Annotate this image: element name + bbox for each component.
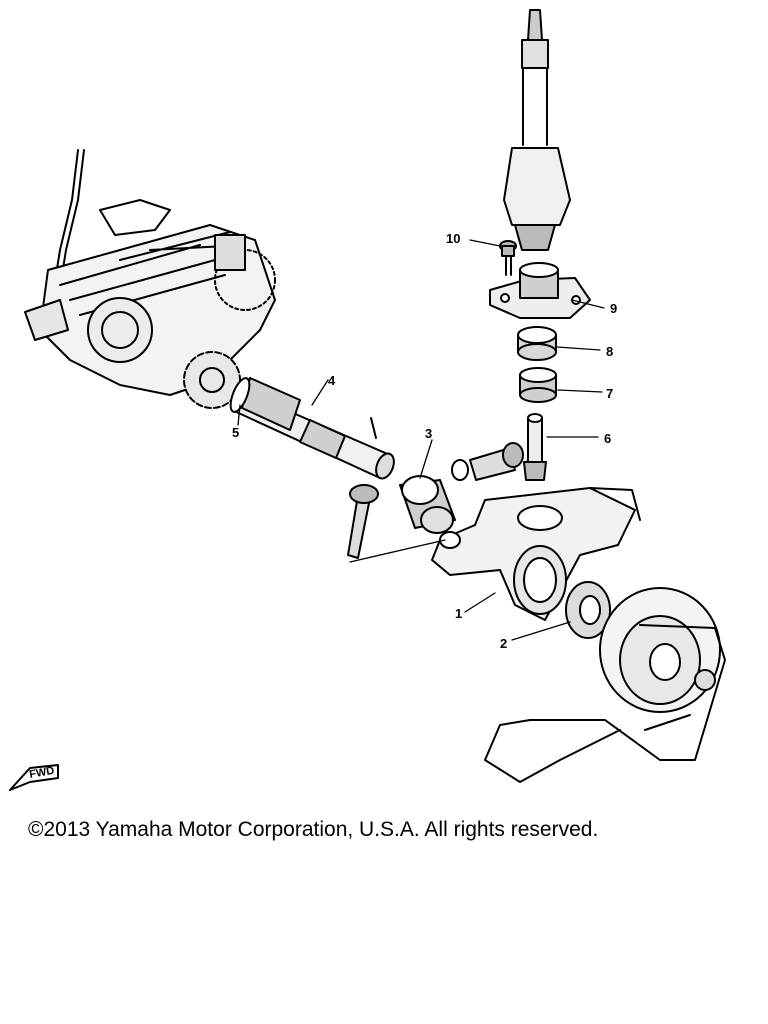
short-bolt [451, 442, 524, 481]
engine-assembly [24, 149, 276, 409]
callout-8: 8 [606, 344, 613, 359]
callout-6: 6 [604, 431, 611, 446]
callout-10: 10 [446, 231, 460, 246]
fwd-arrow [9, 764, 59, 791]
copyright-notice: ©2013 Yamaha Motor Corporation, U.S.A. A… [28, 818, 599, 841]
leader-lines [237, 239, 605, 641]
flange-plate [489, 262, 591, 319]
callout-3: 3 [425, 426, 432, 441]
callout-5: 5 [232, 425, 239, 440]
bolt [347, 484, 379, 559]
oil-seal [565, 581, 611, 639]
parts-diagram: 1 2 3 4 5 6 7 8 9 10 FWD [9, 9, 726, 791]
bearing [517, 326, 557, 361]
bushing [399, 475, 456, 534]
callout-2: 2 [500, 636, 507, 651]
screw [499, 240, 517, 276]
bushing-small [519, 367, 557, 403]
gear-housing [431, 487, 641, 621]
callout-4: 4 [328, 373, 336, 388]
drive-hub [484, 587, 726, 783]
callout-7: 7 [606, 386, 613, 401]
shaft-assembly [229, 377, 395, 480]
speedometer-cable-top [503, 9, 571, 251]
gear-shaft [523, 413, 547, 481]
callout-1: 1 [455, 606, 462, 621]
callout-9: 9 [610, 301, 617, 316]
fwd-label: FWD [28, 765, 55, 781]
